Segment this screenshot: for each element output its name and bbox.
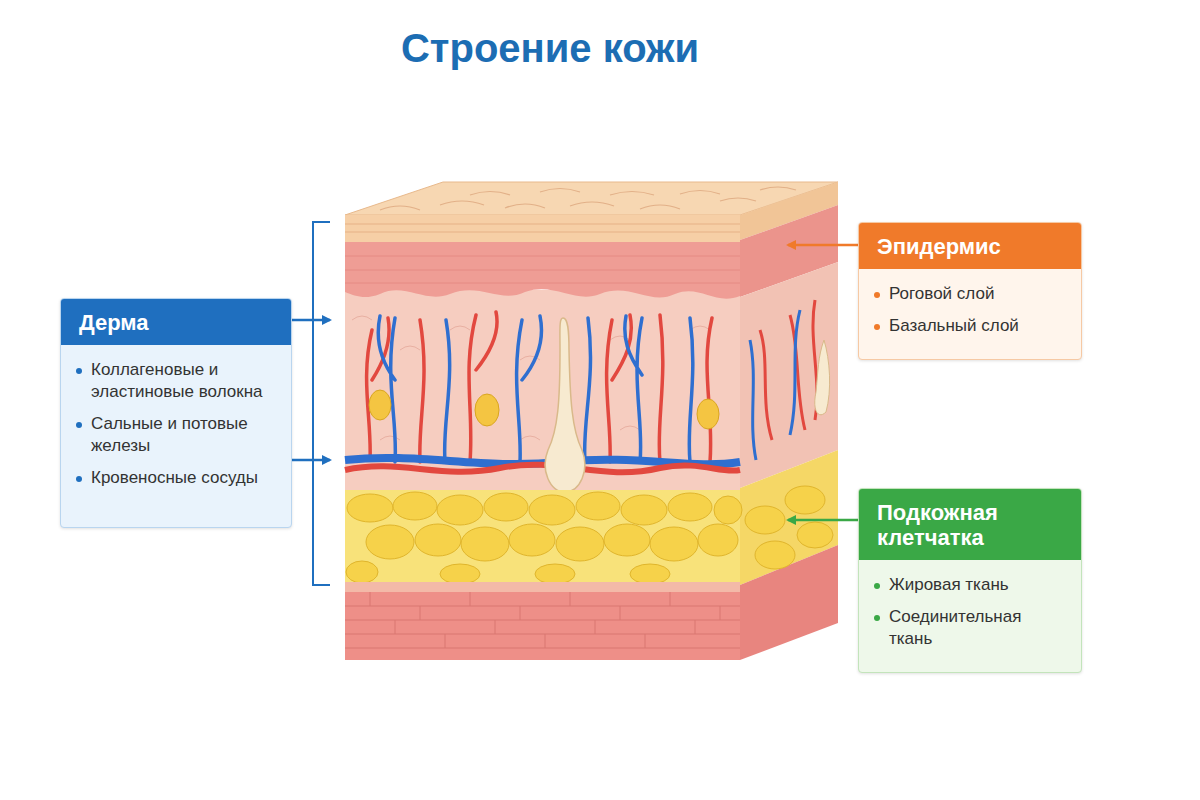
bullet-item: Сальные и потовые железы <box>73 413 279 457</box>
gland <box>369 390 391 420</box>
fat-cell <box>437 495 483 525</box>
fat-cell <box>650 527 698 561</box>
fat-cell <box>509 524 555 556</box>
bullet-item: Базальный слой <box>871 315 1069 337</box>
vein <box>378 316 693 462</box>
fat-cell <box>529 495 575 525</box>
fat-cell <box>535 564 575 584</box>
hair-follicle <box>815 340 830 415</box>
bullet-item: Роговой слой <box>871 283 1069 305</box>
leader-arrow <box>292 459 330 462</box>
info-box: Подкожная клетчаткаЖировая тканьСоединит… <box>858 488 1082 673</box>
epidermis-texture <box>345 256 740 283</box>
fat-cell <box>484 493 528 521</box>
fat-cell <box>461 527 509 561</box>
box-heading: Подкожная клетчатка <box>859 489 1081 560</box>
epidermis-layer <box>345 242 740 299</box>
artery <box>345 465 740 473</box>
fat-cell <box>604 524 650 556</box>
box-body: Жировая тканьСоединительная ткань <box>859 560 1081 672</box>
fat-cell <box>714 496 742 524</box>
fat-cell <box>698 524 738 556</box>
artery <box>367 312 712 462</box>
gland <box>697 399 719 429</box>
leader-arrow <box>292 319 330 322</box>
fat-cell <box>576 492 620 520</box>
bullet-item: Жировая ткань <box>871 574 1069 596</box>
dermis-layer <box>345 290 740 490</box>
fat-cell <box>785 486 825 514</box>
fat-cell <box>668 493 712 521</box>
fat-cell <box>797 522 833 548</box>
fat-cell <box>621 495 667 525</box>
corneum-lines <box>345 224 740 232</box>
info-box: ДермаКоллагеновые и эластиновые волокнаС… <box>60 298 292 528</box>
fat-layer <box>345 490 740 585</box>
diagram-title: Строение кожи <box>300 26 800 71</box>
bullet-item: Соединительная ткань <box>871 606 1069 650</box>
fat-cell <box>745 506 785 534</box>
box-heading: Дерма <box>61 299 291 345</box>
fat-cell <box>440 564 480 584</box>
fat-cell <box>393 492 437 520</box>
box-heading: Эпидермис <box>859 223 1081 269</box>
layer-bracket <box>313 222 330 585</box>
muscle-texture <box>345 606 740 648</box>
bullet-item: Коллагеновые и эластиновые волокна <box>73 359 279 403</box>
leader-arrow <box>788 244 858 247</box>
bullet-item: Кровеносные сосуды <box>73 467 279 489</box>
dermis-texture <box>352 316 710 440</box>
fat-cell <box>630 564 670 584</box>
fascia-layer <box>345 582 740 592</box>
fat-cell <box>347 494 393 522</box>
fat-cell <box>556 527 604 561</box>
hair-follicle <box>545 318 585 492</box>
fat-cell <box>415 524 461 556</box>
gland <box>475 394 499 426</box>
box-body: Коллагеновые и эластиновые волокнаСальны… <box>61 345 291 511</box>
blood-vessel <box>750 310 800 460</box>
leader-arrow <box>788 519 858 522</box>
dermis-side <box>740 262 838 488</box>
surface-scales <box>380 187 796 210</box>
muscle-texture <box>370 592 720 648</box>
muscle-layer <box>345 592 740 660</box>
fat-cell <box>366 525 414 559</box>
box-body: Роговой слойБазальный слой <box>859 269 1081 359</box>
blood-vessel <box>760 300 817 440</box>
fat-cell <box>755 541 795 569</box>
corneum-layer <box>345 215 740 242</box>
fat-cell <box>346 561 378 583</box>
info-box: ЭпидермисРоговой слойБазальный слой <box>858 222 1082 360</box>
